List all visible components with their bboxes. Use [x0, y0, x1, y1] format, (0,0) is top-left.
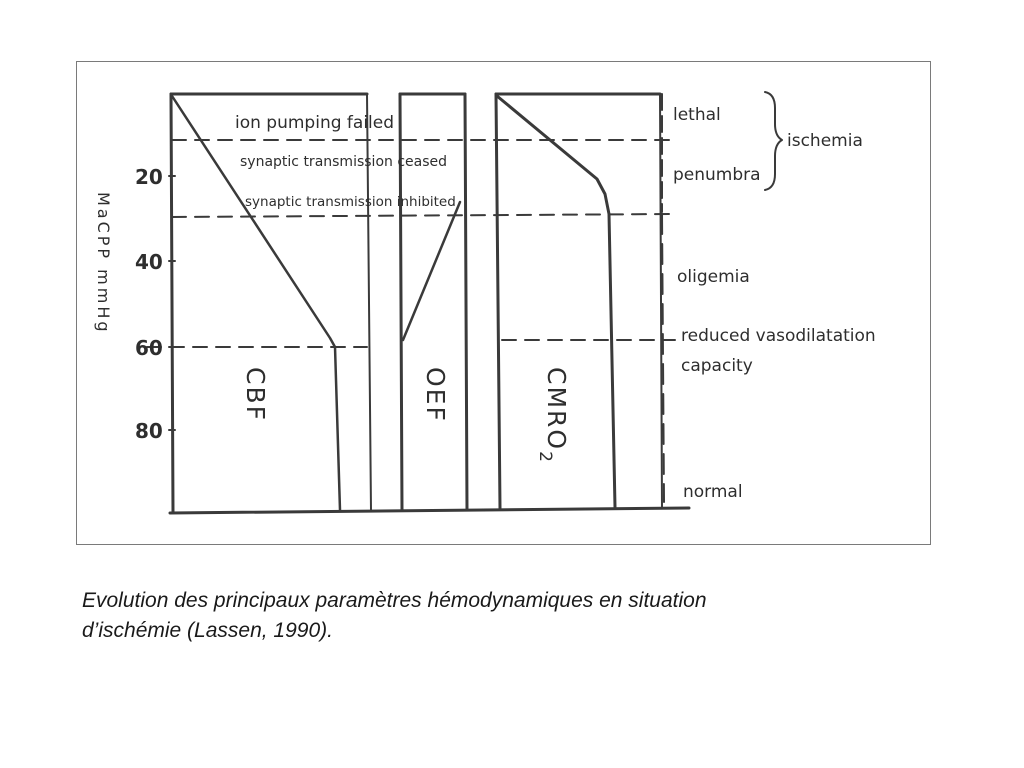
- threshold-line-synaptic: [171, 213, 678, 218]
- y-axis-label: MaCPP mmHg: [94, 192, 113, 335]
- state-penumbra: penumbra: [673, 165, 761, 185]
- y-tick-label: 60: [135, 336, 163, 360]
- oef-panel: [398, 92, 469, 512]
- state-reduced-vasodilatation: reduced vasodilatation: [681, 326, 876, 346]
- state-scale: [661, 93, 665, 503]
- oef-left-border: [398, 92, 404, 512]
- cmro2-label: CMRO2: [535, 367, 571, 464]
- cmro2-right-border: [659, 93, 663, 509]
- cbf-label: CBF: [241, 367, 270, 422]
- figure-caption: Evolution des principaux paramètres hémo…: [82, 586, 882, 646]
- threshold-synaptic-inhibited: synaptic transmission inhibited: [245, 194, 456, 210]
- state-oligemia: oligemia: [677, 267, 750, 287]
- oef-curve: [401, 200, 462, 342]
- figure-frame: 20 40 60 80 MaCPP mmHg ion pumping faile…: [76, 61, 931, 545]
- threshold-synaptic-ceased: synaptic transmission ceased: [240, 154, 447, 170]
- oef-right-border: [463, 92, 469, 511]
- cmro2-subscript: 2: [535, 451, 555, 464]
- ischemia-brace: [764, 91, 783, 191]
- caption-line-2: d’ischémie (Lassen, 1990).: [82, 619, 333, 642]
- cmro2-left-border: [494, 92, 502, 510]
- y-tick-label: 40: [135, 250, 163, 274]
- oef-label: OEF: [421, 367, 450, 423]
- cbf-right-border: [366, 93, 372, 512]
- y-tick-label: 20: [135, 165, 163, 189]
- state-scale-line-bottom: [661, 213, 665, 503]
- cmro2-panel: [494, 92, 663, 510]
- state-normal: normal: [683, 482, 743, 502]
- state-ischemia: ischemia: [787, 131, 863, 151]
- cmro2-label-text: CMRO: [542, 367, 571, 451]
- baseline: [168, 506, 691, 515]
- ischemia-diagram: 20 40 60 80 MaCPP mmHg ion pumping faile…: [94, 91, 876, 515]
- state-capacity: capacity: [681, 356, 753, 376]
- threshold-lines: [146, 139, 678, 348]
- caption-line-1: Evolution des principaux paramètres hémo…: [82, 589, 707, 612]
- cbf-left-border: [169, 92, 175, 514]
- y-tick-label: 80: [135, 419, 163, 443]
- cmro2-curve: [495, 94, 617, 509]
- y-axis: 20 40 60 80 MaCPP mmHg: [94, 165, 176, 443]
- threshold-ion-pumping: ion pumping failed: [235, 113, 394, 133]
- state-lethal: lethal: [673, 105, 721, 125]
